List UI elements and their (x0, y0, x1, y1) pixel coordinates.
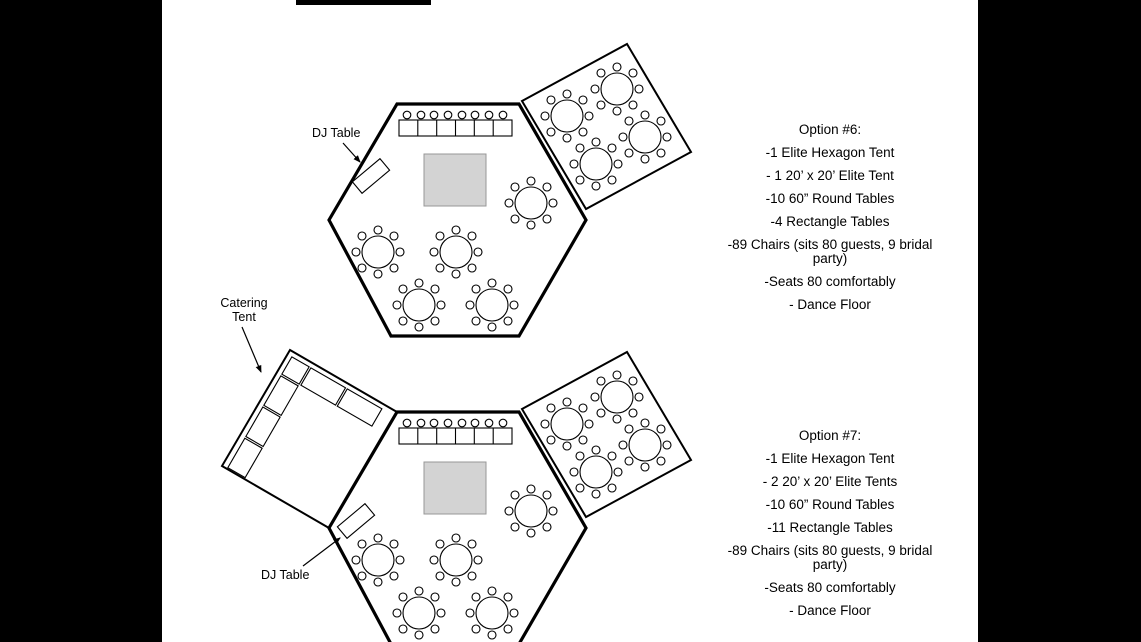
dj-table (336, 502, 376, 540)
hexagon-tent-complex (329, 352, 691, 642)
spec-item: -10 60” Round Tables (765, 497, 895, 512)
cropped-title-bar (296, 0, 431, 5)
spec-item: -1 Elite Hexagon Tent (765, 145, 895, 160)
spec-item: - Dance Floor (789, 603, 871, 618)
catering-tent-label: Catering Tent (206, 296, 282, 324)
dj-table (351, 157, 391, 195)
spec-item: -Seats 80 comfortably (764, 580, 896, 595)
layout-option-7 (220, 326, 691, 642)
spec-item: -89 Chairs (sits 80 guests, 9 bridal par… (727, 237, 933, 266)
spec-item: - Dance Floor (789, 297, 871, 312)
catering-tent-label-line1: Catering (220, 296, 268, 310)
spec-item: -1 Elite Hexagon Tent (765, 451, 895, 466)
spec-item: -11 Rectangle Tables (767, 520, 893, 535)
spec-item: - 1 20’ x 20’ Elite Tent (766, 168, 894, 183)
spec-item: -10 60” Round Tables (765, 191, 895, 206)
catering-tent-arrow (241, 326, 262, 373)
catering-tables (227, 356, 383, 479)
option-7-title: Option #7: (798, 428, 862, 443)
option-7-specs: Option #7: -1 Elite Hexagon Tent - 2 20’… (725, 429, 935, 627)
option-6-title: Option #6: (798, 122, 862, 137)
catering-tent-label-line2: Tent (232, 310, 256, 324)
spec-item: -Seats 80 comfortably (764, 274, 896, 289)
option-6-specs: Option #6: -1 Elite Hexagon Tent - 1 20’… (725, 123, 935, 321)
spec-item: -89 Chairs (sits 80 guests, 9 bridal par… (727, 543, 933, 572)
dj-table-arrow (302, 537, 341, 567)
dj-table-label-bottom: DJ Table (261, 568, 310, 582)
dj-table-arrow (342, 142, 361, 163)
spec-item: - 2 20’ x 20’ Elite Tents (762, 474, 898, 489)
dj-table-label-top: DJ Table (312, 126, 361, 140)
spec-item: -4 Rectangle Tables (770, 214, 890, 229)
layout-option-6 (329, 44, 691, 336)
hexagon-tent-complex (329, 44, 691, 336)
